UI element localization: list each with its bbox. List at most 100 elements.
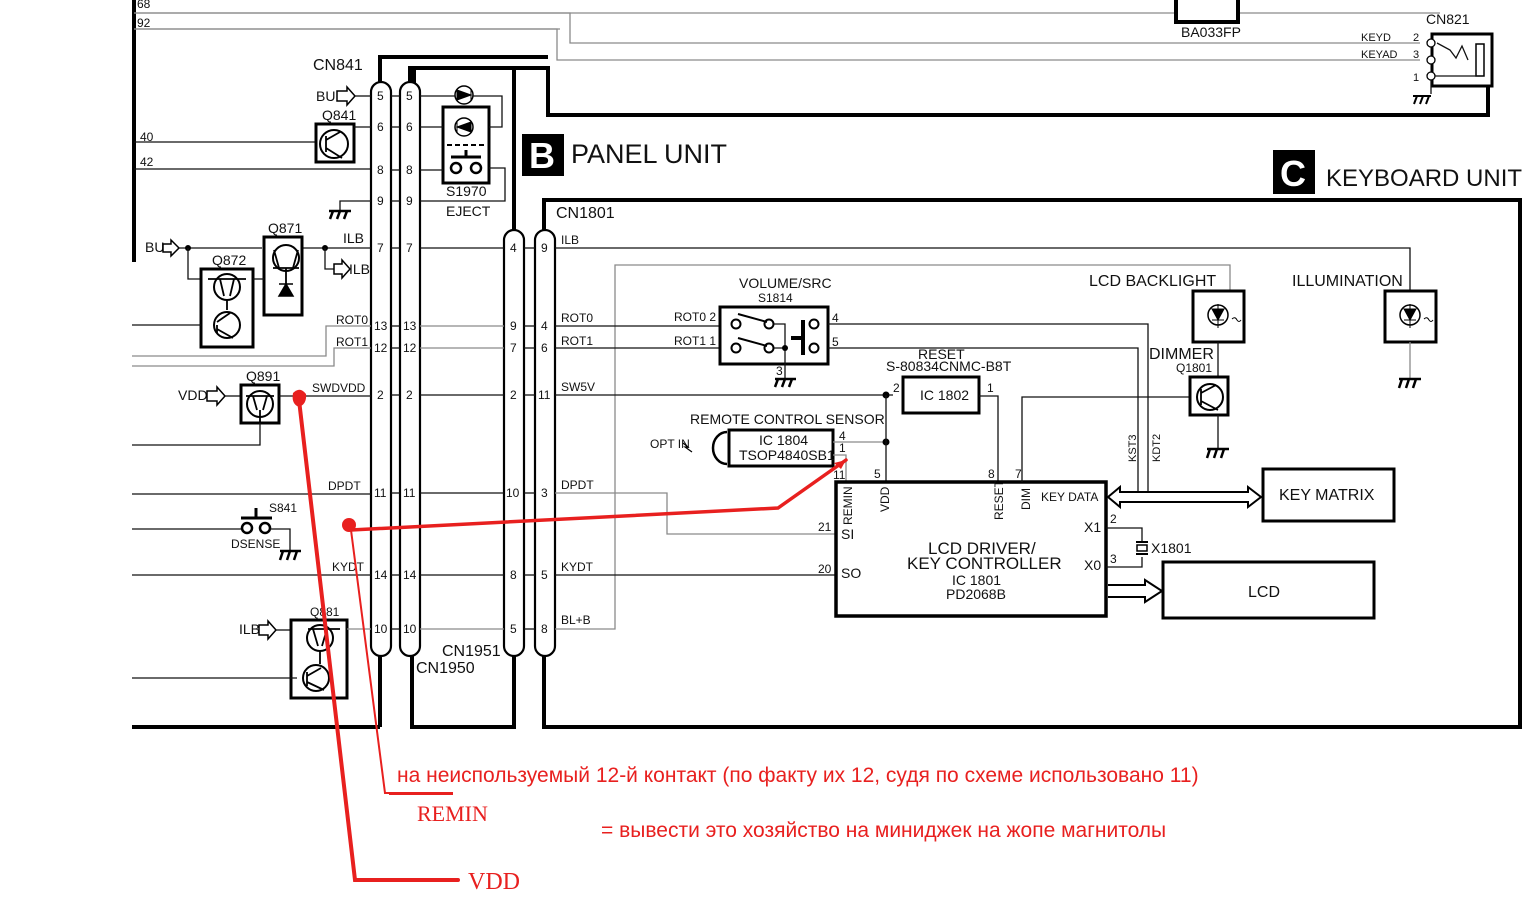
- ic1801-pin-num-5: 5: [874, 467, 881, 481]
- cn1951-connector: [502, 228, 526, 658]
- dsense-label: DSENSE: [231, 537, 280, 551]
- remin-tap-point: [342, 518, 356, 532]
- ilb-out-label: ILB: [349, 261, 370, 277]
- vdd-arrow-icon: [206, 385, 227, 407]
- blb-label: BL+B: [561, 613, 591, 627]
- svg-text:10: 10: [506, 486, 520, 500]
- ba033fp-label: BA033FP: [1181, 24, 1241, 40]
- ic1801-lcd-driver: [834, 480, 1108, 618]
- svg-text:13: 13: [374, 319, 388, 333]
- ic1802: [901, 375, 981, 415]
- cn821-jack: CN821: [1413, 11, 1494, 105]
- cn841-pins: 5 6 8 9 7 13 12 2 11 14 10: [374, 89, 388, 636]
- ic1804-pin-4: 4: [839, 429, 846, 443]
- ground-icon: [278, 549, 301, 561]
- svg-text:6: 6: [377, 120, 384, 134]
- panel-unit-badge: [522, 134, 564, 176]
- svg-text:2: 2: [377, 388, 384, 402]
- rot0-kb-label: ROT0: [561, 311, 593, 325]
- panel-bridge-wires: [391, 95, 535, 630]
- s1814-pin-4: 4: [832, 311, 839, 325]
- ic1801-pin-x1: X1: [1084, 519, 1101, 535]
- opt-in-label: OPT IN: [650, 437, 690, 451]
- ilb-kb-label: ILB: [561, 233, 579, 247]
- svg-text:7: 7: [377, 241, 384, 255]
- dimmer-label: DIMMER: [1149, 346, 1214, 363]
- ic1801-pin-num-8: 8: [988, 467, 995, 481]
- svg-text:11: 11: [374, 486, 387, 500]
- ic1801-pin-num-3: 3: [1110, 552, 1117, 566]
- ic1801-pin-remin: REMIN: [841, 486, 855, 525]
- s1814-pin-rot1: ROT1 1: [674, 334, 716, 348]
- remote-sensor-title: REMOTE CONTROL SENSOR: [690, 411, 885, 427]
- cn821-pin-keyad: KEYAD: [1361, 49, 1398, 61]
- wire-number-40: 40: [140, 130, 154, 144]
- sw5v-label: SW5V: [561, 380, 595, 394]
- svg-text:7: 7: [406, 241, 413, 255]
- keyboard-unit-title: KEYBOARD UNIT: [1326, 165, 1522, 192]
- keyboard-unit-letter: C: [1280, 153, 1306, 194]
- ba033fp-ic: [1174, 0, 1240, 24]
- ic1802-pin-2: 2: [893, 381, 900, 395]
- annotation-underline: [389, 792, 453, 795]
- illumination-label: ILLUMINATION: [1292, 273, 1403, 290]
- ic1801-pin-x0: X0: [1084, 557, 1101, 573]
- svg-text:5: 5: [406, 89, 413, 103]
- lcd-block[interactable]: [1161, 560, 1376, 620]
- ilb-in-arrow-icon: [258, 619, 278, 641]
- ilb-in-label: ILB: [239, 621, 260, 637]
- volume-src-title: VOLUME/SRC: [739, 275, 832, 291]
- svg-text:9: 9: [406, 194, 413, 208]
- svg-text:8: 8: [377, 163, 384, 177]
- svg-text:6: 6: [541, 341, 548, 355]
- q872-label: Q872: [212, 252, 246, 268]
- lcd-bus-arrow: [1108, 578, 1164, 604]
- ic1804-pin-1: 1: [839, 441, 846, 455]
- vdd-tap-point: [292, 389, 307, 407]
- ic1801-line1: LCD DRIVER/: [928, 539, 1036, 558]
- key-data-bus-arrow: [1106, 484, 1263, 510]
- cn821-pin-keyd: KEYD: [1361, 32, 1391, 44]
- panel-unit-title: PANEL UNIT: [571, 139, 727, 169]
- cn1950-pins: 5 6 8 9 7 13 12 2 11 14 10: [403, 89, 417, 636]
- top-wiring: [132, 0, 1490, 262]
- s841-label: S841: [269, 501, 297, 515]
- q841-label: Q841: [322, 107, 356, 123]
- ic1801-line4: PD2068B: [946, 586, 1006, 602]
- ic1801-pin-si: SI: [841, 526, 854, 542]
- vdd-in-label: VDD: [178, 387, 208, 403]
- svg-text:11: 11: [538, 388, 551, 402]
- cn1951-pins: 4 9 7 2 10 8 5: [506, 241, 520, 636]
- cn1950-connector: [398, 80, 422, 658]
- ic1801-pin-so: SO: [841, 565, 861, 581]
- svg-text:3: 3: [541, 486, 548, 500]
- svg-text:9: 9: [377, 194, 384, 208]
- wire-number-68: 68: [137, 0, 151, 11]
- svg-text:8: 8: [406, 163, 413, 177]
- cn821-label: CN821: [1426, 11, 1470, 27]
- cn821-pin-2: 2: [1413, 32, 1419, 44]
- svg-text:5: 5: [510, 622, 517, 636]
- key-matrix-block[interactable]: [1261, 467, 1396, 523]
- svg-text:9: 9: [510, 319, 517, 333]
- ilb-out-arrow-icon: [333, 258, 352, 280]
- ic1801-line3: IC 1801: [952, 572, 1001, 588]
- svg-text:10: 10: [403, 622, 417, 636]
- red-arrow-head: [834, 460, 846, 469]
- rot1-kb-label: ROT1: [561, 334, 593, 348]
- cn821-pin-3: 3: [1413, 49, 1419, 61]
- kydt-panel-label: KYDT: [332, 560, 365, 574]
- cn1951-label: CN1951: [442, 643, 501, 660]
- q891-label: Q891: [246, 368, 280, 384]
- svg-text:5: 5: [541, 568, 548, 582]
- svg-text:4: 4: [510, 241, 517, 255]
- bu-left-arrow-icon: [162, 238, 181, 258]
- panel-unit-letter: B: [529, 135, 555, 176]
- ground-icon: [328, 209, 351, 220]
- svg-text:2: 2: [510, 388, 517, 402]
- svg-text:9: 9: [541, 241, 548, 255]
- svg-text:14: 14: [403, 568, 417, 582]
- annotation-note-main: на неиспользуемый 12-й контакт (по факту…: [397, 764, 1199, 787]
- ilb-line-label: ILB: [343, 230, 364, 246]
